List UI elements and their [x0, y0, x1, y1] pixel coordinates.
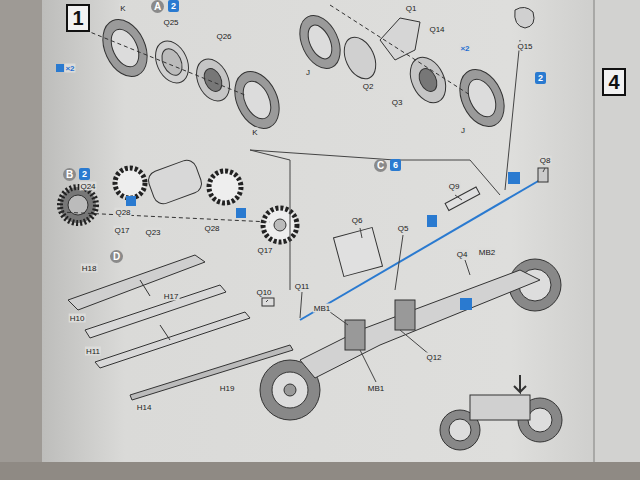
- part-number: Q4: [456, 250, 469, 259]
- substep-letter: A: [151, 0, 164, 13]
- quantity-badge: 2: [535, 72, 546, 84]
- part-number: ×2: [459, 44, 470, 53]
- part-number: Q10: [255, 288, 272, 297]
- node-text: 2: [82, 169, 87, 179]
- part-number: Q28: [114, 208, 131, 217]
- node-text: B: [66, 169, 73, 180]
- substep-letter: B: [63, 168, 76, 181]
- substep-letter: C: [374, 159, 387, 172]
- part-number: H17: [163, 292, 180, 301]
- part-number: Q3: [391, 98, 404, 107]
- part-number: Q14: [428, 25, 445, 34]
- part-number: H18: [81, 264, 98, 273]
- part-number: MB1: [313, 304, 331, 313]
- part-number: Q15: [516, 42, 533, 51]
- part-number: ×2: [64, 64, 75, 73]
- part-number: H19: [219, 384, 236, 393]
- node-text: 2: [538, 73, 543, 83]
- node-text: 4: [608, 71, 619, 94]
- substep-letter: D: [110, 250, 123, 263]
- node-text: C: [377, 160, 384, 171]
- part-number: H14: [136, 403, 153, 412]
- node-text: 6: [393, 160, 398, 170]
- quantity-badge: 2: [168, 0, 179, 12]
- part-number: Q17: [256, 246, 273, 255]
- part-number: Q8: [539, 156, 552, 165]
- part-number: Q1: [405, 4, 418, 13]
- quantity-badge: 6: [390, 159, 401, 171]
- part-number: H10: [69, 314, 86, 323]
- part-number: J: [460, 126, 466, 135]
- part-number: Q24: [79, 182, 96, 191]
- part-number: Q23: [144, 228, 161, 237]
- part-number: Q6: [351, 216, 364, 225]
- part-number: Q5: [397, 224, 410, 233]
- part-number: J: [305, 68, 311, 77]
- part-number: Q25: [162, 18, 179, 27]
- part-number: K: [119, 4, 126, 13]
- part-number: Q11: [294, 282, 311, 291]
- node-text: A: [154, 1, 161, 12]
- part-number: MB2: [478, 248, 496, 257]
- quantity-badge: 2: [79, 168, 90, 180]
- part-number: H11: [85, 347, 101, 356]
- part-number: Q12: [425, 353, 442, 362]
- node-text: 2: [171, 1, 176, 11]
- part-number: Q26: [215, 32, 232, 41]
- node-text: 1: [72, 7, 83, 30]
- part-number: Q9: [448, 182, 461, 191]
- step-number: 4: [602, 68, 626, 96]
- part-number: Q28: [203, 224, 220, 233]
- node-text: D: [113, 251, 120, 262]
- step-number: 1: [66, 4, 90, 32]
- part-number: MB1: [367, 384, 385, 393]
- part-number: Q2: [362, 82, 375, 91]
- part-number: K: [251, 128, 258, 137]
- part-number: Q17: [113, 226, 130, 235]
